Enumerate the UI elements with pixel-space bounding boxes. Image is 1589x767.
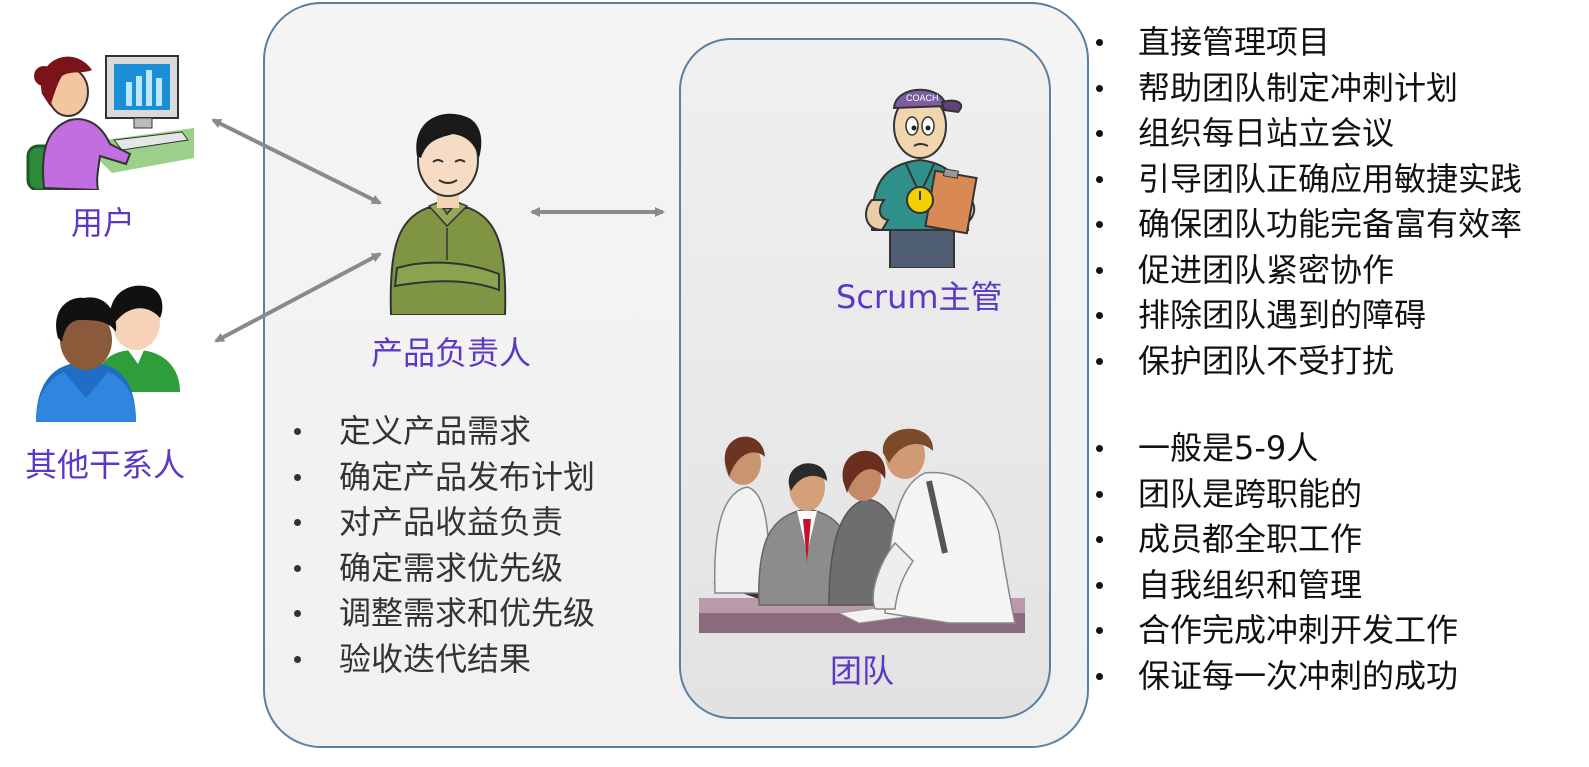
stakeholders-product-owner-arrow [216, 254, 380, 341]
list-item: 引导团队正确应用敏捷实践 [1099, 157, 1522, 203]
list-item: 自我组织和管理 [1099, 563, 1458, 609]
team-label: 团队 [830, 646, 894, 692]
product-owner-label: 产品负责人 [371, 328, 531, 374]
list-item: 成员都全职工作 [1099, 517, 1458, 563]
list-item: 直接管理项目 [1099, 20, 1522, 66]
stakeholders-label: 其他干系人 [25, 440, 185, 486]
list-item: 保护团队不受打扰 [1099, 339, 1522, 385]
scrum-master-duties-list: 直接管理项目 帮助团队制定冲刺计划 组织每日站立会议 引导团队正确应用敏捷实践 … [1099, 20, 1522, 384]
list-item: 确定产品发布计划 [298, 455, 595, 501]
list-item: 确定需求优先级 [298, 546, 595, 592]
list-item: 促进团队紧密协作 [1099, 248, 1522, 294]
user-label: 用户 [71, 198, 135, 244]
list-item: 团队是跨职能的 [1099, 472, 1458, 518]
scrum-master-label: Scrum主管 [836, 272, 1003, 318]
list-item: 验收迭代结果 [298, 637, 595, 683]
list-item: 对产品收益负责 [298, 500, 595, 546]
list-item: 保证每一次冲刺的成功 [1099, 654, 1458, 700]
list-item: 合作完成冲刺开发工作 [1099, 608, 1458, 654]
list-item: 确保团队功能完备富有效率 [1099, 202, 1522, 248]
list-item: 调整需求和优先级 [298, 591, 595, 637]
list-item: 组织每日站立会议 [1099, 111, 1522, 157]
team-traits-list: 一般是5-9人 团队是跨职能的 成员都全职工作 自我组织和管理 合作完成冲刺开发… [1099, 426, 1458, 699]
list-item: 定义产品需求 [298, 409, 595, 455]
list-item: 帮助团队制定冲刺计划 [1099, 66, 1522, 112]
list-item: 一般是5-9人 [1099, 426, 1458, 472]
user-product-owner-arrow [213, 120, 380, 203]
list-item: 排除团队遇到的障碍 [1099, 293, 1522, 339]
product-owner-duties-list: 定义产品需求 确定产品发布计划 对产品收益负责 确定需求优先级 调整需求和优先级… [298, 409, 595, 682]
